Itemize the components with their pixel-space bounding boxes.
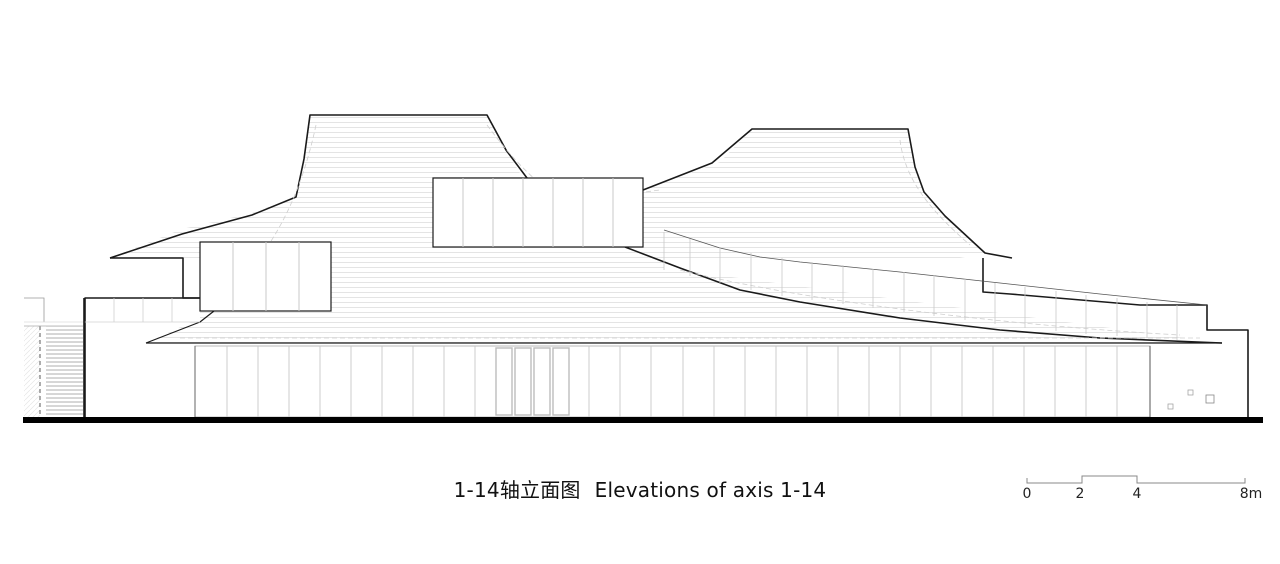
scale-label-2: 2 bbox=[1075, 486, 1085, 502]
ground-floor-curtain-wall bbox=[194, 345, 1151, 418]
scale-label-4: 4 bbox=[1132, 486, 1142, 502]
scale-bar bbox=[1026, 475, 1246, 484]
ground-line bbox=[23, 417, 1263, 423]
scale-label-0: 0 bbox=[1022, 486, 1032, 502]
right-end-wall bbox=[1149, 346, 1215, 419]
left-stair bbox=[24, 297, 85, 419]
drawing-caption: 1-14轴立面图 Elevations of axis 1-14 bbox=[0, 474, 1280, 503]
left-glass-box bbox=[199, 241, 332, 312]
caption-english: Elevations of axis 1-14 bbox=[594, 478, 827, 502]
caption-chinese: 1-14轴立面图 bbox=[453, 478, 581, 502]
left-roof bbox=[110, 115, 1222, 343]
scale-label-8m: 8m bbox=[1239, 486, 1263, 502]
central-glass-box bbox=[432, 177, 644, 248]
ramp-glass-panels bbox=[663, 232, 1178, 340]
entrance-doors bbox=[495, 347, 570, 416]
left-upper-strip bbox=[85, 298, 200, 323]
